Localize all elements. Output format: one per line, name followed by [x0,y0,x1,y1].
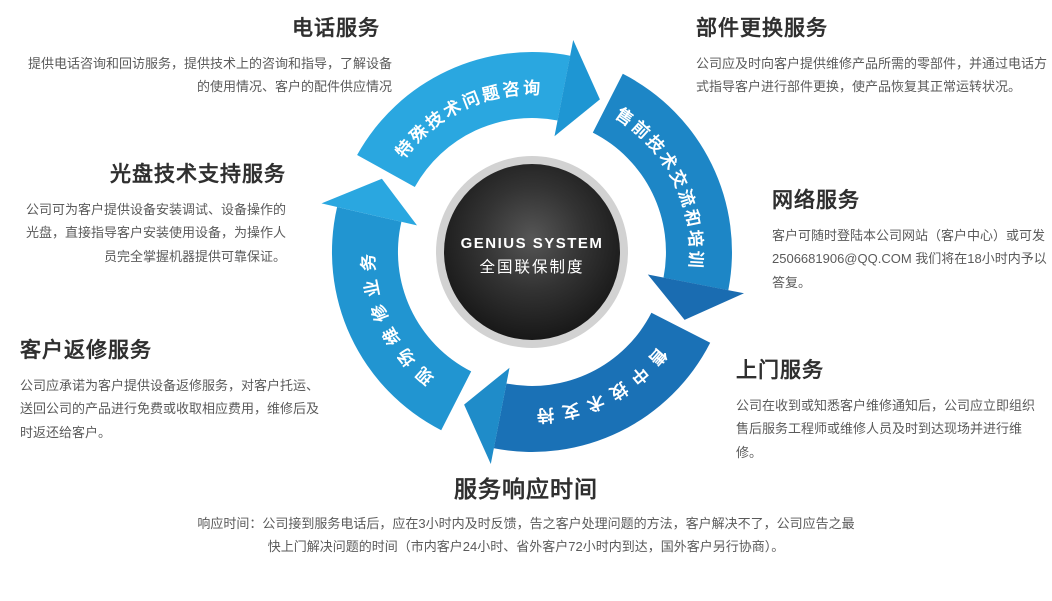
center-brand-text: GENIUS SYSTEM [461,235,604,252]
section-body: 响应时间：公司接到服务电话后，应在3小时内及时反馈，告之客户处理问题的方法，客户… [197,516,855,555]
section-title: 光盘技术支持服务 [110,163,286,186]
arc-midsale-support [493,312,711,452]
section-network-service: 网络服务 客户可随时登陆本公司网站（客户中心）或可发 2506681906@QQ… [772,184,1050,294]
section-body: 公司应承诺为客户提供设备返修服务，对客户托运、送回公司的产品进行免费或收取相应费… [20,378,320,440]
section-title: 网络服务 [772,189,860,212]
section-title: 客户返修服务 [20,339,152,362]
arrowhead-left-icon [321,178,417,226]
ring-svg: 特殊技术问题咨询 售前技术交流和培训 售中技术支持 现场维修业务 GENIUS … [321,40,744,464]
arc-special-tech-consult [357,52,571,188]
section-title: 服务响应时间 [454,476,598,502]
arc-presale-training [592,73,732,291]
section-response-time: 服务响应时间 响应时间：公司接到服务电话后，应在3小时内及时反馈，告之客户处理问… [196,470,856,559]
center-hub-circle [444,164,620,340]
section-body: 公司应及时向客户提供维修产品所需的零部件，并通过电话方式指导客户进行部件更换，使… [696,56,1048,95]
arrowhead-bottom-icon [464,367,510,464]
arrowhead-top-icon [554,40,600,137]
arrowhead-right-icon [647,274,744,320]
section-body: 提供电话咨询和回访服务，提供技术上的咨询和指导，了解设备的使用情况、客户的配件供… [27,56,392,95]
section-title: 电话服务 [292,17,380,40]
section-title: 上门服务 [736,359,824,382]
section-disc-support: 光盘技术支持服务 公司可为客户提供设备安装调试、设备操作的光盘，直接指导客户安装… [20,158,286,268]
section-parts-replacement: 部件更换服务 公司应及时向客户提供维修产品所需的零部件，并通过电话方式指导客户进… [696,12,1050,99]
service-ring-diagram: 特殊技术问题咨询 售前技术交流和培训 售中技术支持 现场维修业务 GENIUS … [312,32,752,472]
section-body: 客户可随时登陆本公司网站（客户中心）或可发 2506681906@QQ.COM … [772,228,1047,290]
section-body: 公司可为客户提供设备安装调试、设备操作的光盘，直接指导客户安装使用设备，为操作人… [25,202,286,264]
section-onsite-service: 上门服务 公司在收到或知悉客户维修通知后，公司应立即组织售后服务工程师或维修人员… [736,354,1036,464]
arc-field-maintenance [331,207,472,431]
section-return-repair: 客户返修服务 公司应承诺为客户提供设备返修服务，对客户托运、送回公司的产品进行免… [20,334,326,444]
section-title: 部件更换服务 [696,17,828,40]
center-subtitle-text: 全国联保制度 [479,258,584,276]
section-phone-service: 电话服务 提供电话咨询和回访服务，提供技术上的咨询和指导，了解设备的使用情况、客… [18,12,392,99]
section-body: 公司在收到或知悉客户维修通知后，公司应立即组织售后服务工程师或维修人员及时到达现… [736,398,1036,460]
